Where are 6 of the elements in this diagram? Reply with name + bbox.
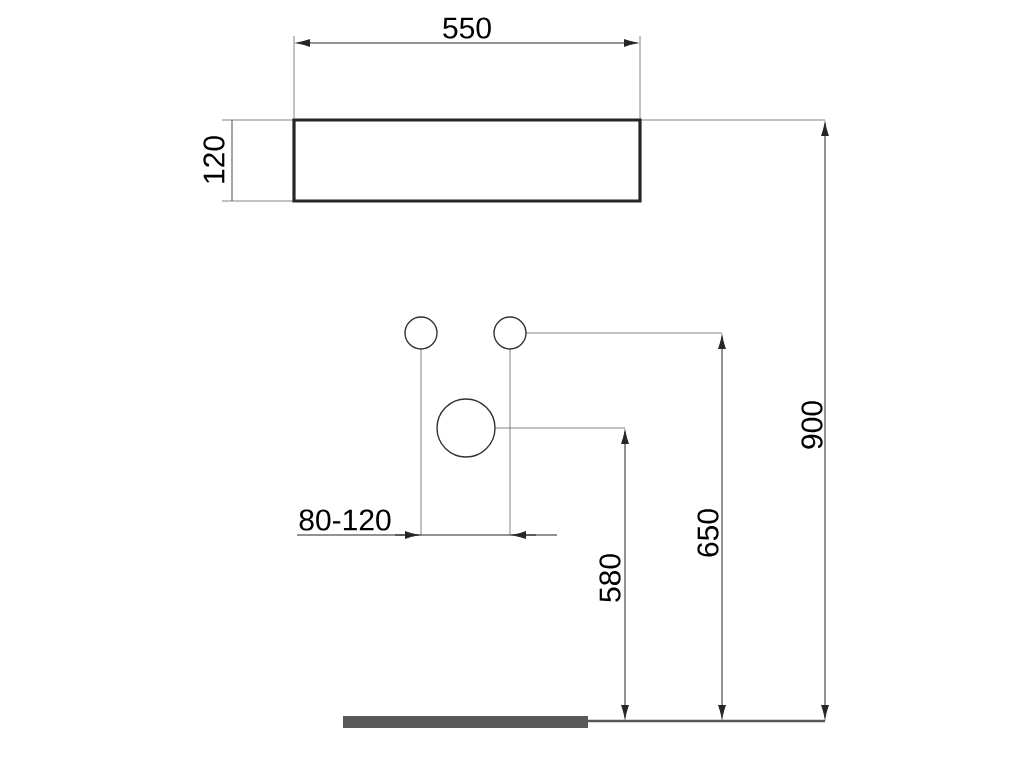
dimension-label: 580 — [599, 554, 621, 602]
dimension-label: 900 — [801, 401, 823, 449]
dimension-label: 550 — [443, 17, 491, 39]
dimension-label: 650 — [697, 509, 719, 557]
dimension-label: 80-120 — [299, 509, 391, 531]
dimension-label: 120 — [203, 136, 225, 183]
